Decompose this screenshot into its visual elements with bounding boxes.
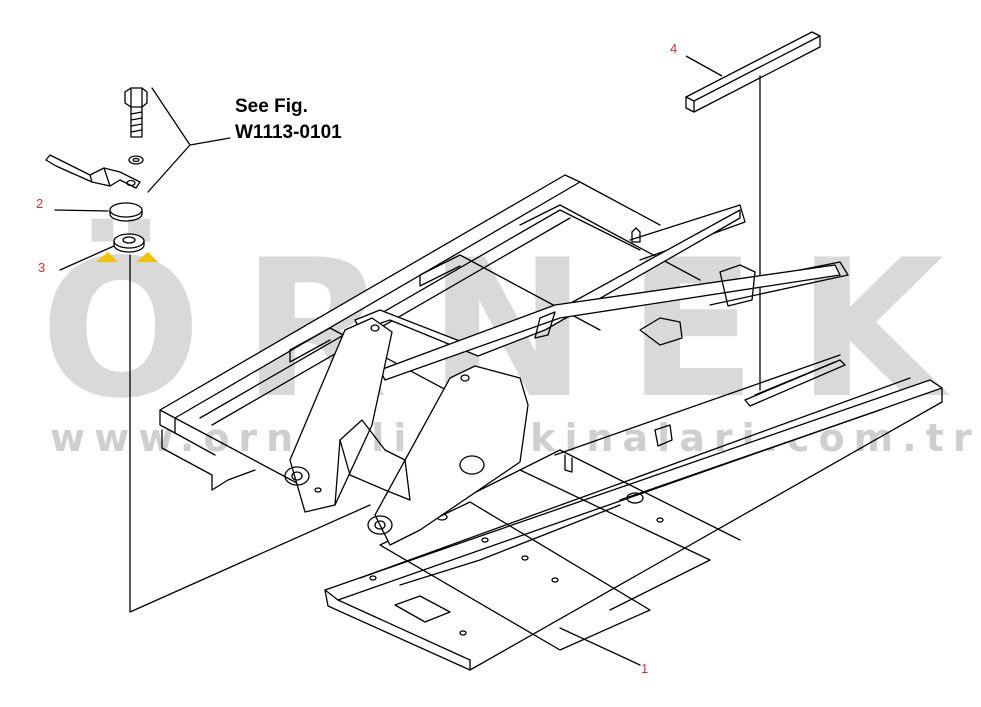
callout-3: 3 [38,260,46,275]
part-4-bar [685,31,821,391]
part-1-frame [159,174,943,671]
part-2-cap [54,202,143,222]
callout-1: 1 [641,661,649,676]
bolt-assembly [45,87,231,193]
watermark-umlaut [96,252,158,262]
callout-4: 4 [670,41,678,56]
reference-line-1: See Fig. [235,96,308,117]
callout-2: 2 [36,196,44,211]
figure-reference: See Fig. W1113-0101 [235,94,435,146]
part-3-washer [59,233,371,613]
reference-line-2: W1113-0101 [235,122,342,143]
